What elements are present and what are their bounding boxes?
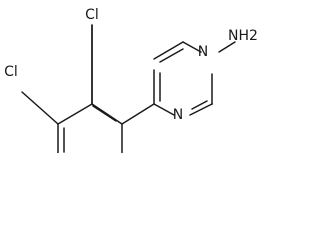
chemical-structure: N N NH2 Cl Cl [4,7,258,153]
bond-b1-b2-inner [92,105,117,122]
benzene-ring [57,103,123,153]
bond-b3-cl [21,91,59,125]
bond-n3-c2-inner [191,100,208,110]
bond-c6-c5-inner [159,48,184,63]
bond-biaryl [121,103,155,125]
bond-b2-b3 [57,103,93,125]
pyrimidine-ring [153,41,213,116]
bond-c4-n3 [153,103,175,116]
atom-label-amine: NH2 [228,28,258,44]
bond-c2-nh2 [218,41,236,53]
atom-label-cl-ortho: Cl [85,7,99,23]
bond-b1-b2 [91,103,123,125]
bond-n1-c6 [182,41,202,53]
atom-label-cl-meta: Cl [4,64,18,80]
atom-label-n-top: N [198,44,208,60]
atom-label-n-bottom: N [173,107,183,123]
bond-c6-c5 [153,41,184,60]
bond-n3-c2 [189,103,213,116]
